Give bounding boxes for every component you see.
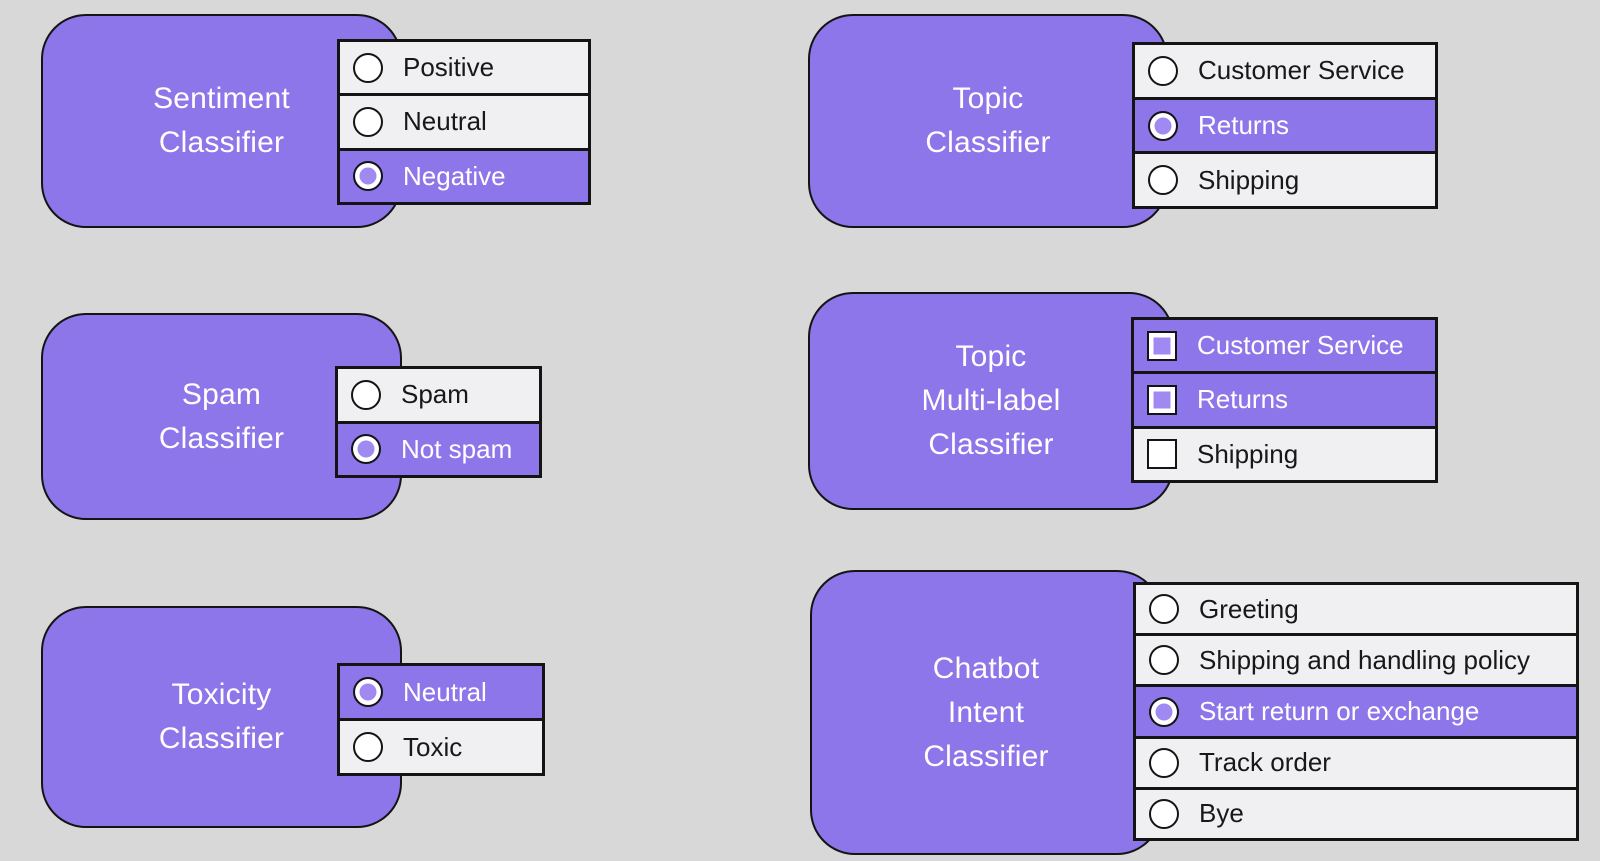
options-list-spam: Spam Not spam: [335, 366, 542, 478]
option-row-track-order[interactable]: Track order: [1136, 738, 1576, 790]
checkbox-checked-icon[interactable]: [1147, 330, 1177, 361]
classifier-card-chatbot-intent: Chatbot Intent Classifier: [810, 570, 1162, 855]
radio-unselected-icon[interactable]: [353, 732, 383, 762]
option-row-shipping-and-handling-policy[interactable]: Shipping and handling policy: [1136, 636, 1576, 688]
option-row-spam[interactable]: Spam: [338, 369, 539, 424]
option-label: Shipping and handling policy: [1199, 644, 1531, 675]
option-row-customer-service[interactable]: Customer Service: [1135, 45, 1435, 100]
title-line: Sentiment: [153, 82, 290, 115]
option-label: Start return or exchange: [1199, 696, 1480, 726]
option-row-returns[interactable]: Returns: [1134, 374, 1435, 429]
checkbox-checked-icon[interactable]: [1147, 384, 1177, 415]
title-line: Classifier: [158, 722, 285, 755]
option-row-not-spam[interactable]: Not spam: [338, 423, 539, 475]
classifier-title-topic-multi-label: Topic Multi-label Classifier: [922, 335, 1061, 467]
title-line: Classifier: [925, 126, 1051, 159]
radio-selected-icon[interactable]: [353, 677, 383, 707]
option-row-returns[interactable]: Returns: [1135, 99, 1435, 155]
option-label: Neutral: [403, 676, 487, 707]
title-line: Topic: [952, 82, 1024, 115]
option-row-toxic[interactable]: Toxic: [340, 721, 542, 773]
radio-selected-icon[interactable]: [353, 161, 383, 192]
radio-selected-icon[interactable]: [1148, 110, 1178, 141]
title-line: Intent: [947, 695, 1025, 729]
option-row-neutral[interactable]: Neutral: [340, 96, 588, 151]
title-line: Classifier: [158, 421, 285, 455]
classifier-title-toxicity: Toxicity Classifier: [159, 673, 284, 761]
title-line: Toxicity: [171, 678, 272, 711]
options-list-chatbot-intent: Greeting Shipping and handling policy St…: [1133, 582, 1579, 841]
classifier-title-spam: Spam Classifier: [159, 373, 284, 461]
radio-unselected-icon[interactable]: [1148, 55, 1178, 86]
option-row-start-return-or-exchange[interactable]: Start return or exchange: [1136, 687, 1576, 739]
radio-unselected-icon[interactable]: [1149, 747, 1179, 778]
radio-unselected-icon[interactable]: [1149, 645, 1179, 676]
options-list-topic-multi-label: Customer Service Returns Shipping: [1131, 317, 1438, 483]
radio-unselected-icon[interactable]: [353, 52, 383, 83]
option-label: Greeting: [1199, 593, 1299, 624]
option-label: Not spam: [401, 433, 513, 464]
option-row-neutral[interactable]: Neutral: [340, 666, 542, 721]
title-line: Topic: [955, 340, 1027, 373]
radio-unselected-icon[interactable]: [351, 379, 381, 410]
option-row-negative[interactable]: Negative: [340, 150, 588, 202]
title-line: Classifier: [923, 739, 1049, 773]
option-label: Spam: [401, 379, 469, 410]
option-label: Returns: [1197, 384, 1289, 415]
radio-selected-icon[interactable]: [351, 434, 381, 465]
option-label: Toxic: [403, 731, 463, 762]
option-label: Returns: [1198, 110, 1290, 140]
options-list-sentiment: Positive Neutral Negative: [337, 39, 591, 205]
option-row-bye[interactable]: Bye: [1136, 789, 1576, 839]
option-row-positive[interactable]: Positive: [340, 42, 588, 97]
title-line: Multi-label: [921, 384, 1061, 417]
title-line: Classifier: [928, 428, 1054, 461]
option-label: Negative: [403, 160, 506, 191]
radio-unselected-icon[interactable]: [1148, 165, 1178, 196]
option-label: Track order: [1199, 747, 1331, 778]
option-label: Neutral: [403, 106, 487, 137]
radio-unselected-icon[interactable]: [353, 106, 383, 137]
title-line: Classifier: [158, 126, 285, 159]
classifier-card-topic-multi-label: Topic Multi-label Classifier: [808, 292, 1174, 510]
classifier-title-sentiment: Sentiment Classifier: [153, 77, 290, 165]
option-row-shipping[interactable]: Shipping: [1135, 154, 1435, 207]
title-line: Spam: [181, 377, 262, 411]
radio-selected-icon[interactable]: [1149, 696, 1179, 727]
radio-unselected-icon[interactable]: [1149, 798, 1179, 829]
options-list-topic: Customer Service Returns Shipping: [1132, 42, 1438, 209]
option-label: Bye: [1199, 798, 1244, 829]
option-label: Shipping: [1198, 164, 1300, 195]
options-list-toxicity: Neutral Toxic: [337, 663, 545, 776]
option-label: Positive: [403, 52, 495, 83]
option-label: Customer Service: [1197, 330, 1404, 361]
classifier-title-chatbot-intent: Chatbot Intent Classifier: [923, 647, 1048, 779]
radio-unselected-icon[interactable]: [1149, 594, 1179, 625]
option-row-shipping[interactable]: Shipping: [1134, 428, 1435, 480]
checkbox-unchecked-icon[interactable]: [1147, 439, 1177, 470]
option-row-customer-service[interactable]: Customer Service: [1134, 320, 1435, 375]
title-line: Chatbot: [932, 651, 1040, 685]
option-row-greeting[interactable]: Greeting: [1136, 585, 1576, 637]
option-label: Shipping: [1197, 438, 1299, 469]
option-label: Customer Service: [1198, 55, 1405, 86]
classifier-title-topic: Topic Classifier: [925, 77, 1050, 165]
classifier-card-topic: Topic Classifier: [808, 14, 1168, 228]
